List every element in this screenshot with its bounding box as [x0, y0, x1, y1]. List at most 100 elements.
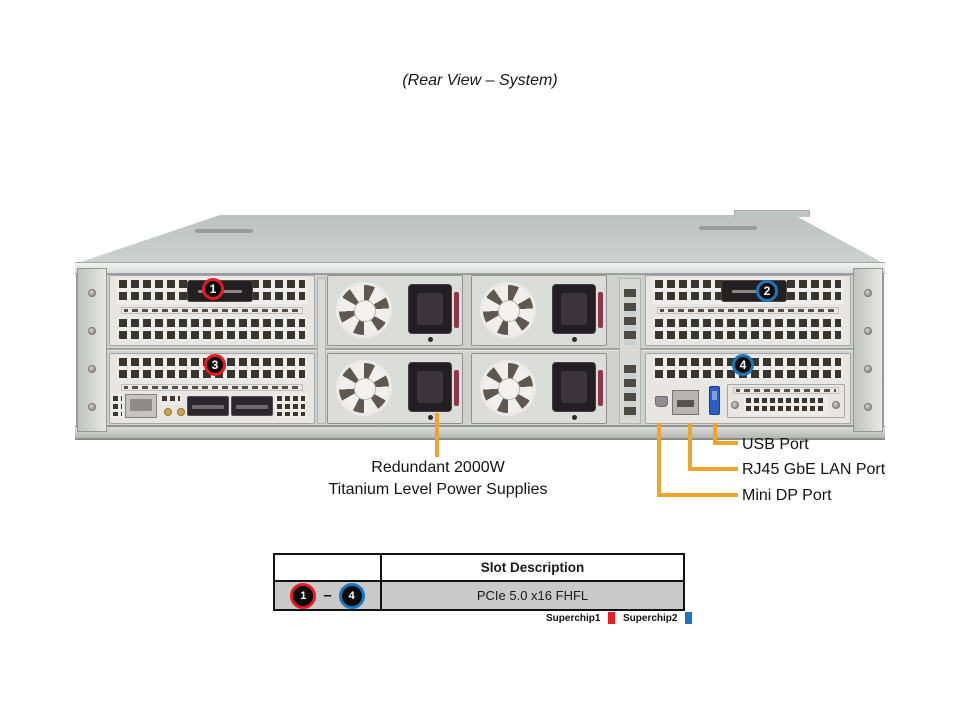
- vent-grid: [117, 317, 307, 341]
- chassis-bottom-rail: [75, 426, 885, 440]
- latch-holes: [624, 289, 636, 345]
- vent-grid: [275, 394, 307, 418]
- psu-screw: [428, 337, 433, 342]
- table-header-row: Slot Description: [275, 555, 683, 580]
- screw-icon: [731, 401, 739, 409]
- table-row: 1 – 4 PCIe 5.0 x16 FHFL: [275, 580, 683, 609]
- screw-icon: [88, 403, 96, 411]
- mini-dp-port: [655, 396, 668, 407]
- vent-slot-strip: [657, 307, 839, 314]
- usb-port: [709, 386, 720, 415]
- power-supply-module: [471, 275, 607, 346]
- superchip-legend: Superchip1 Superchip2: [546, 612, 692, 624]
- chassis-top-rail: [75, 262, 885, 274]
- usb-leader-line: [713, 423, 717, 445]
- psu-screw: [428, 415, 433, 420]
- screw-icon: [864, 403, 872, 411]
- vent-slot-strip: [121, 307, 303, 314]
- server-chassis: [75, 208, 885, 442]
- screw-icon: [88, 289, 96, 297]
- io-vent-bracket: [727, 384, 845, 418]
- callout-number: 1: [300, 589, 307, 602]
- power-supply-module: [327, 275, 463, 346]
- psu-fan-icon: [480, 282, 536, 338]
- minidp-port-label: Mini DP Port: [742, 487, 832, 504]
- psu-fan-icon: [336, 282, 392, 338]
- bay-divider: [317, 278, 326, 424]
- vent-grid: [744, 396, 828, 415]
- power-supply-module: [471, 353, 607, 424]
- psu-release-lever: [454, 370, 459, 406]
- lan-leader-line: [688, 423, 692, 471]
- slot-callout-3: 3: [204, 354, 226, 376]
- psu-power-inlet: [552, 362, 596, 412]
- psu-label-line1: Redundant 2000W: [371, 459, 505, 476]
- psu-power-inlet: [552, 284, 596, 334]
- power-supply-module: [327, 353, 463, 424]
- superchip1-color-swatch: [608, 612, 615, 624]
- psu-label: Redundant 2000W Titanium Level Power Sup…: [288, 457, 588, 500]
- lan-leader-line: [688, 467, 738, 471]
- slot-callout-4: 4: [732, 354, 754, 376]
- psu-screw: [572, 415, 577, 420]
- callout-number: 1: [209, 282, 217, 296]
- superchip2-color-swatch: [685, 612, 692, 624]
- table-callout-4: 4: [338, 582, 365, 609]
- screw-icon: [832, 401, 840, 409]
- right-mounting-ear: [853, 268, 883, 432]
- screw-icon: [864, 289, 872, 297]
- psu-fan-icon: [336, 360, 392, 416]
- vent-grid: [111, 394, 124, 418]
- usb-leader-line: [713, 441, 738, 445]
- screw-icon: [88, 365, 96, 373]
- table-header-description: Slot Description: [480, 560, 585, 575]
- callout-number: 2: [763, 284, 771, 298]
- range-dash: –: [323, 587, 332, 604]
- psu-release-lever: [454, 292, 459, 328]
- legend-label-superchip2: Superchip2: [623, 612, 678, 624]
- psu-release-lever: [598, 292, 603, 328]
- nic-led-icon: [164, 408, 172, 416]
- psu-leader-line: [435, 413, 439, 457]
- vent-slot-strip: [733, 387, 839, 394]
- vent-grid: [653, 317, 843, 341]
- psu-fan-icon: [480, 360, 536, 416]
- latch-holes: [624, 365, 636, 417]
- table-callout-1: 1: [290, 582, 317, 609]
- lid-vent-slot: [195, 229, 253, 233]
- psu-release-lever: [598, 370, 603, 406]
- screw-icon: [864, 365, 872, 373]
- chassis-lid-tab: [734, 210, 810, 217]
- callout-number: 3: [211, 358, 219, 372]
- callout-number: 4: [739, 358, 747, 372]
- lid-vent-slot: [699, 226, 757, 230]
- lan-port-label: RJ45 GbE LAN Port: [742, 461, 886, 478]
- slot-callout-1: 1: [202, 278, 224, 300]
- nic-led-icon: [177, 408, 185, 416]
- slot-description-cell: PCIe 5.0 x16 FHFL: [476, 588, 589, 603]
- bay-row-seam: [105, 348, 855, 351]
- slot-callout-2: 2: [756, 280, 778, 302]
- lan-rj45-port: [672, 390, 699, 415]
- page-title: (Rear View – System): [402, 72, 558, 89]
- screw-icon: [88, 327, 96, 335]
- vent-slot-strip: [121, 384, 303, 391]
- chassis-top-lid: [75, 215, 885, 264]
- nic-qsfp-cage: [231, 396, 273, 416]
- screw-icon: [864, 327, 872, 335]
- psu-label-line2: Titanium Level Power Supplies: [328, 480, 548, 498]
- nic-qsfp-cage: [187, 396, 229, 416]
- left-mounting-ear: [77, 268, 107, 432]
- nic-rj45-port: [125, 394, 157, 418]
- minidp-leader-line: [657, 423, 661, 497]
- callout-number: 4: [348, 589, 355, 602]
- usb-port-label: USB Port: [742, 436, 809, 453]
- psu-screw: [572, 337, 577, 342]
- minidp-leader-line: [657, 493, 738, 497]
- table-header-slot-cell: [275, 555, 382, 580]
- psu-power-inlet: [408, 362, 452, 412]
- slot-description-table: Slot Description 1 – 4 PCIe 5.0 x16 FHFL: [273, 553, 685, 611]
- slot-range-cell: 1 – 4: [275, 582, 382, 609]
- bay-divider: [619, 278, 641, 424]
